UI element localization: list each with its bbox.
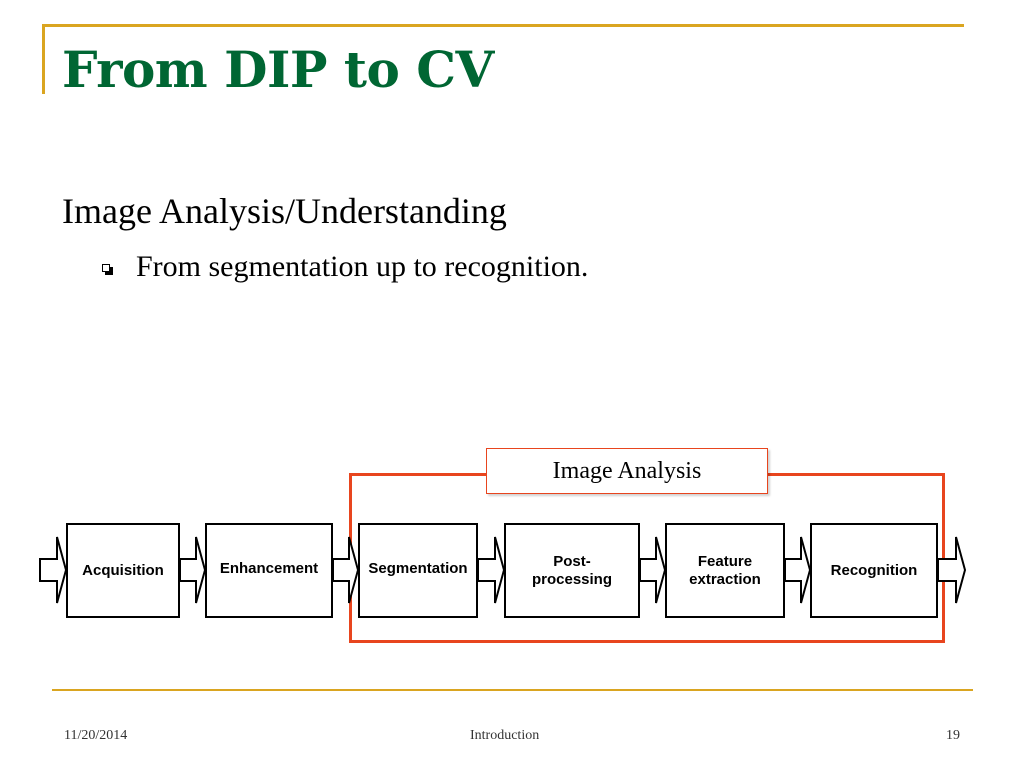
arrow-enhancement-to-segmentation <box>332 536 360 604</box>
arrow-postprocessing-to-feature <box>639 536 667 604</box>
stage-label: Post- processing <box>531 552 613 588</box>
left-frame-rule <box>42 24 45 94</box>
arrow-acquisition-to-enhancement <box>179 536 207 604</box>
square-bullet-icon <box>102 264 113 275</box>
arrow-into-acquisition <box>39 536 68 604</box>
arrow-feature-to-recognition <box>784 536 812 604</box>
stage-enhancement: Enhancement <box>205 523 333 618</box>
footer-date: 11/20/2014 <box>64 728 128 743</box>
stage-recognition: Recognition <box>810 523 938 618</box>
stage-segmentation: Segmentation <box>358 523 478 618</box>
arrow-out-of-recognition <box>937 536 967 604</box>
section-heading: Image Analysis/Understanding <box>62 191 507 231</box>
slide-title: From DIP to CV <box>62 40 494 99</box>
page-number: 19 <box>946 728 960 743</box>
top-frame-rule <box>42 24 964 27</box>
stage-feature-extraction: Feature extraction <box>665 523 785 618</box>
arrow-segmentation-to-postprocessing <box>477 536 506 604</box>
stage-label: Recognition <box>830 561 918 579</box>
stage-label: Enhancement <box>219 560 319 577</box>
bullet-text: From segmentation up to recognition. <box>136 250 589 283</box>
stage-acquisition: Acquisition <box>66 523 180 618</box>
stage-post-processing: Post- processing <box>504 523 640 618</box>
stage-label: Acquisition <box>82 561 164 579</box>
footer-rule <box>52 689 973 691</box>
stage-label: Feature extraction <box>689 552 761 588</box>
footer-center-text: Introduction <box>470 728 540 743</box>
image-analysis-label: Image Analysis <box>486 448 768 494</box>
stage-label: Segmentation <box>368 560 468 577</box>
